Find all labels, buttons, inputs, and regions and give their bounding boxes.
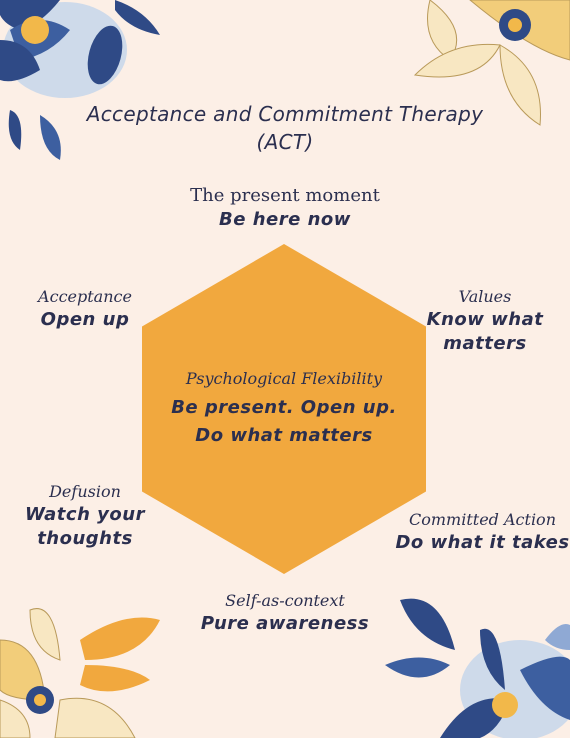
present-moment-heading: The present moment [190,185,380,206]
committed-action-sub: Do what it takes [395,531,570,553]
center-label: Psychological Flexibility Be present. Op… [142,368,426,448]
defusion-sub-2: thoughts [37,527,133,549]
node-self-as-context: Self-as-context Pure awareness [170,590,400,636]
present-moment-sub: Be here now [219,209,351,231]
self-as-context-heading: Self-as-context [225,591,345,610]
center-line-2: Do what matters [195,424,373,446]
defusion-heading: Defusion [49,482,121,501]
node-present-moment: The present moment Be here now [135,184,435,233]
center-heading: Psychological Flexibility [185,369,383,388]
node-values: Values Know what matters [420,286,550,356]
acceptance-heading: Acceptance [38,287,132,306]
self-as-context-sub: Pure awareness [200,612,370,634]
floral-decoration-bottom-left-icon [0,608,160,738]
floral-decoration-top-right-icon [413,0,570,126]
acceptance-sub: Open up [40,308,130,330]
center-line-1: Be present. Open up. [171,396,397,418]
node-acceptance: Acceptance Open up [20,286,150,332]
committed-action-heading: Committed Action [409,510,556,529]
title-line-2: (ACT) [256,130,314,154]
values-sub-2: matters [443,332,527,354]
values-heading: Values [458,287,512,306]
defusion-sub-1: Watch your [25,503,145,525]
floral-decoration-bottom-right-icon [385,598,570,738]
title-line-1: Acceptance and Commitment Therapy [86,102,484,126]
floral-decoration-top-left-icon [0,0,160,160]
values-sub-1: Know what [426,308,544,330]
node-defusion: Defusion Watch your thoughts [15,481,155,551]
node-committed-action: Committed Action Do what it takes [395,509,570,555]
